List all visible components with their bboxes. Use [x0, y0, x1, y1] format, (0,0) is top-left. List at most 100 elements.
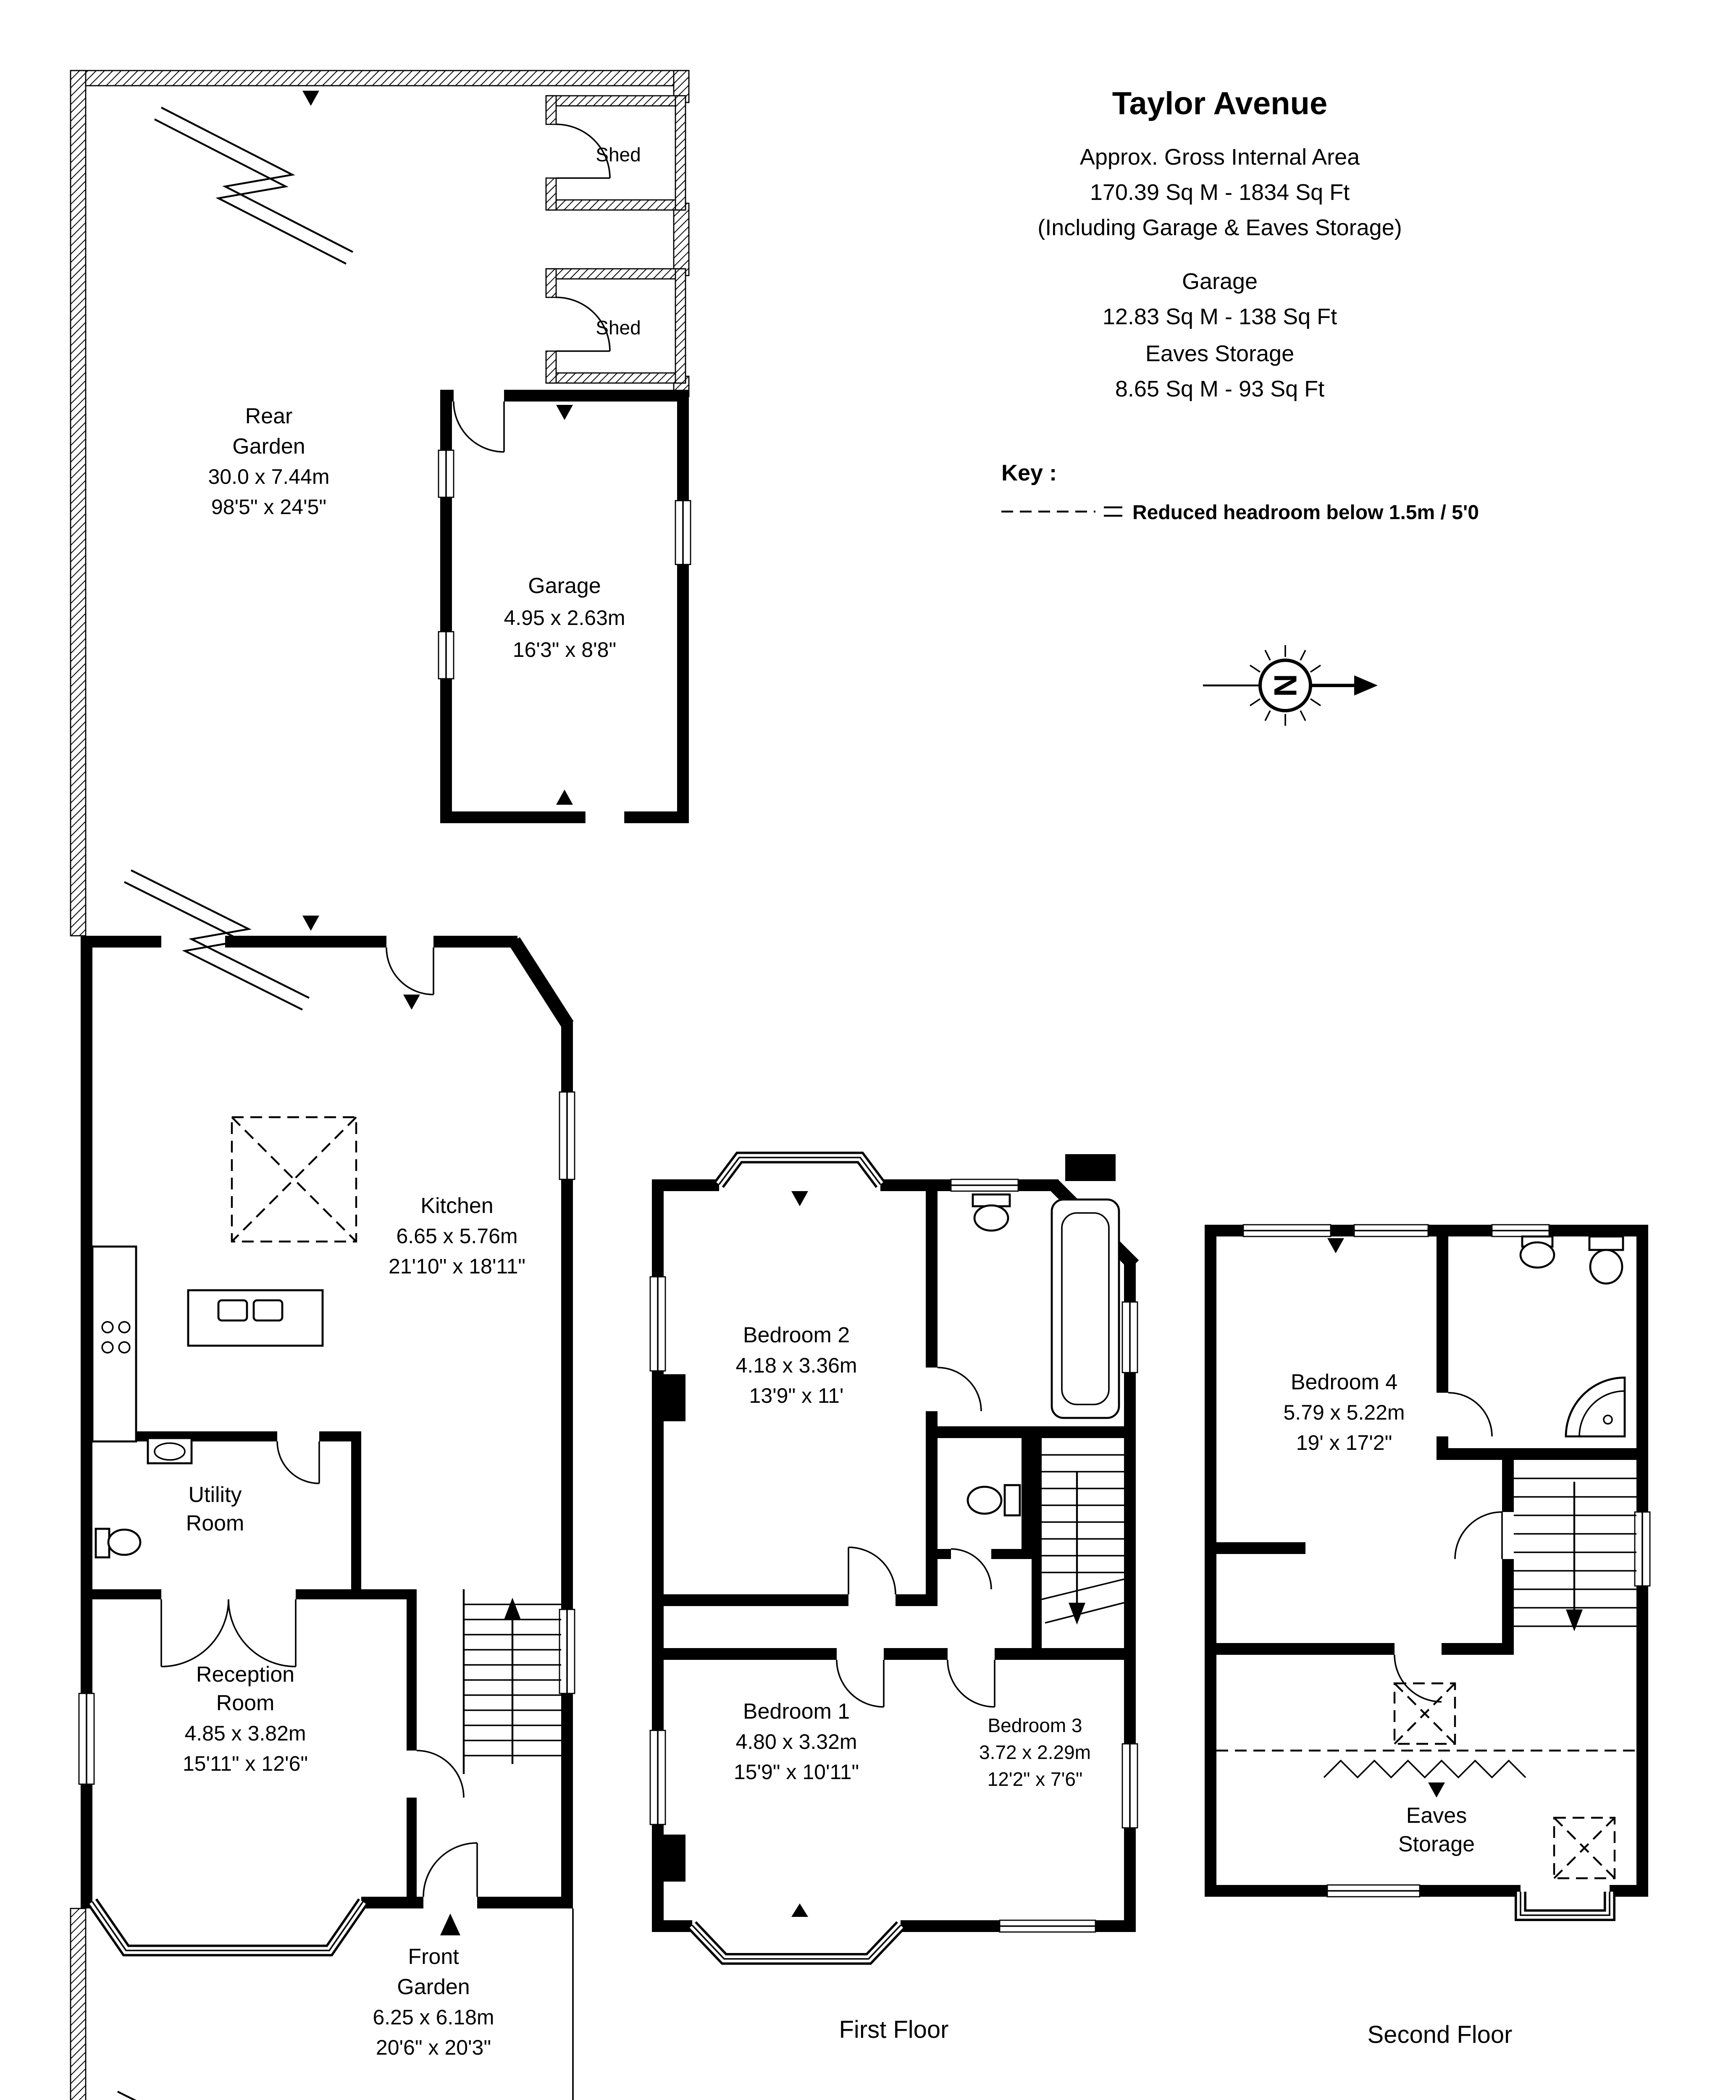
- utility-room-name: Utility: [188, 1483, 242, 1507]
- walls: [81, 936, 574, 1908]
- bedroom2-door: [848, 1546, 896, 1595]
- roofline-break: [1323, 1759, 1526, 1779]
- bay-window: [688, 1921, 905, 1965]
- rear-garden: Rear Garden 30.0 x 7.44m 98'5" x 24'5": [70, 70, 690, 1011]
- garden-break-line: [131, 869, 310, 999]
- marker-triangle: [556, 790, 573, 805]
- marker-triangle: [791, 1903, 808, 1917]
- bedroom3-door: [947, 1659, 995, 1708]
- utility-sink: [147, 1437, 193, 1465]
- house-ground-floor: Kitchen 6.65 x 5.76m 21'10" x 18'11" Uti…: [78, 936, 575, 1956]
- bedroom4-imperial: 19' x 17'2": [1296, 1431, 1392, 1454]
- garage-area-value: 12.83 Sq M - 138 Sq Ft: [1103, 304, 1337, 329]
- svg-text:Room: Room: [216, 1691, 275, 1715]
- bedroom2-name: Bedroom 2: [743, 1323, 850, 1347]
- stairs-down-arrow: [1069, 1603, 1085, 1625]
- kitchen-counter: [91, 1245, 137, 1443]
- front-door: [423, 1842, 478, 1935]
- entrance-arrow: [440, 1914, 460, 1935]
- roof-hatch-box: [1393, 1682, 1456, 1745]
- marker-triangle: [556, 405, 573, 420]
- svg-text:Garden: Garden: [397, 1975, 470, 1999]
- key-legend: Key : Reduced headroom below 1.5m / 5'0: [1001, 460, 1479, 524]
- front-garden-imperial: 20'6" x 20'3": [376, 2036, 491, 2059]
- utility-door: [276, 1441, 320, 1484]
- bedroom2-metric: 4.18 x 3.36m: [735, 1354, 857, 1377]
- compass-arrow: [1354, 675, 1378, 696]
- garage-imperial: 16'3" x 8'8": [513, 638, 616, 662]
- front-garden: Front Garden 6.25 x 6.18m 20'6" x 20'3": [70, 1908, 574, 2100]
- stairs-up-arrow: [504, 1598, 521, 1620]
- rear-garden-name: Rear: [245, 404, 293, 428]
- kitchen-skylight: [231, 1116, 357, 1243]
- compass-north-letter: N: [1267, 674, 1303, 697]
- hall-door: [416, 1750, 465, 1798]
- marker-triangle: [791, 1191, 808, 1206]
- garage: Garage 4.95 x 2.63m 16'3" x 8'8": [438, 390, 691, 823]
- shed-bottom-label: Shed: [596, 317, 641, 339]
- shower: [1565, 1376, 1626, 1438]
- garage-metric: 4.95 x 2.63m: [504, 606, 625, 630]
- reception-metric: 4.85 x 3.82m: [184, 1722, 306, 1745]
- garage-area-label: Garage: [1182, 269, 1258, 294]
- bedroom1-door: [836, 1659, 885, 1708]
- svg-text:Storage: Storage: [1398, 1832, 1475, 1856]
- garden-break-line: [160, 107, 354, 253]
- title-block: Taylor Avenue Approx. Gross Internal Are…: [1037, 86, 1402, 402]
- svg-text:Room: Room: [186, 1511, 244, 1536]
- shed-top-label: Shed: [596, 144, 641, 165]
- dormer-window: [1515, 1892, 1615, 1921]
- marker-triangle: [403, 995, 420, 1010]
- shed-top: Shed: [545, 95, 686, 211]
- bathroom-sink: [1519, 1235, 1555, 1269]
- stairs-ground: [462, 1589, 561, 1774]
- front-garden-metric: 6.25 x 6.18m: [373, 2006, 494, 2029]
- bedroom1-imperial: 15'9" x 10'11": [734, 1760, 859, 1784]
- marker-triangle: [1327, 1238, 1344, 1253]
- compass-icon: N: [1203, 645, 1378, 726]
- back-door: [386, 947, 434, 995]
- bathroom-door: [937, 1367, 982, 1412]
- toilet: [1588, 1235, 1624, 1285]
- key-label: Key :: [1001, 460, 1057, 486]
- toilet: [966, 1484, 1021, 1517]
- bedroom4-metric: 5.79 x 5.22m: [1283, 1401, 1405, 1424]
- gross-area-value: 170.39 Sq M - 1834 Sq Ft: [1090, 180, 1350, 205]
- bedroom3-metric: 3.72 x 2.29m: [979, 1741, 1091, 1763]
- rear-garden-metric: 30.0 x 7.44m: [208, 465, 329, 488]
- key-item-label: Reduced headroom below 1.5m / 5'0: [1132, 501, 1479, 524]
- stairs-second: [1514, 1478, 1636, 1631]
- bedroom4-name: Bedroom 4: [1291, 1370, 1397, 1394]
- toilet: [95, 1528, 142, 1559]
- sink: [252, 1299, 284, 1322]
- bay-window: [714, 1152, 885, 1188]
- garden-break-line: [117, 2091, 137, 2100]
- rear-garden-imperial: 98'5" x 24'5": [211, 495, 326, 519]
- bedroom3-name: Bedroom 3: [987, 1714, 1082, 1736]
- reception-double-doors: [160, 1599, 297, 1667]
- walls: [652, 1154, 1139, 1932]
- marker-triangle: [302, 916, 319, 931]
- kitchen-metric: 6.65 x 5.76m: [396, 1224, 517, 1248]
- gross-area-note: (Including Garage & Eaves Storage): [1037, 215, 1402, 240]
- eaves-area-value: 8.65 Sq M - 93 Sq Ft: [1115, 376, 1324, 402]
- bay-window: [87, 1898, 368, 1956]
- kitchen-imperial: 21'10" x 18'11": [389, 1255, 525, 1278]
- bedroom1-metric: 4.80 x 3.32m: [735, 1730, 857, 1754]
- stairs-down-arrow: [1566, 1609, 1583, 1631]
- marker-triangle: [1428, 1782, 1445, 1798]
- stairs-first: [1041, 1454, 1124, 1625]
- front-garden-name: Front: [408, 1945, 459, 1969]
- bedroom2-imperial: 13'9" x 11': [749, 1384, 844, 1407]
- bathtub: [1051, 1198, 1120, 1419]
- eaves-door: [1394, 1654, 1442, 1703]
- chimney-breast: [664, 1835, 685, 1882]
- second-floor-label: Second Floor: [1368, 2021, 1513, 2048]
- wc-door: [951, 1548, 992, 1590]
- eaves-storage-name: Eaves: [1406, 1803, 1467, 1828]
- first-floor-label: First Floor: [839, 2016, 949, 2043]
- second-floor-plan: Bedroom 4 5.79 x 5.22m 19' x 17'2" Eaves…: [1205, 1224, 1651, 1921]
- first-floor-plan: Bedroom 2 4.18 x 3.36m 13'9" x 11' Bedro…: [649, 1152, 1139, 1965]
- kitchen-name: Kitchen: [420, 1194, 493, 1218]
